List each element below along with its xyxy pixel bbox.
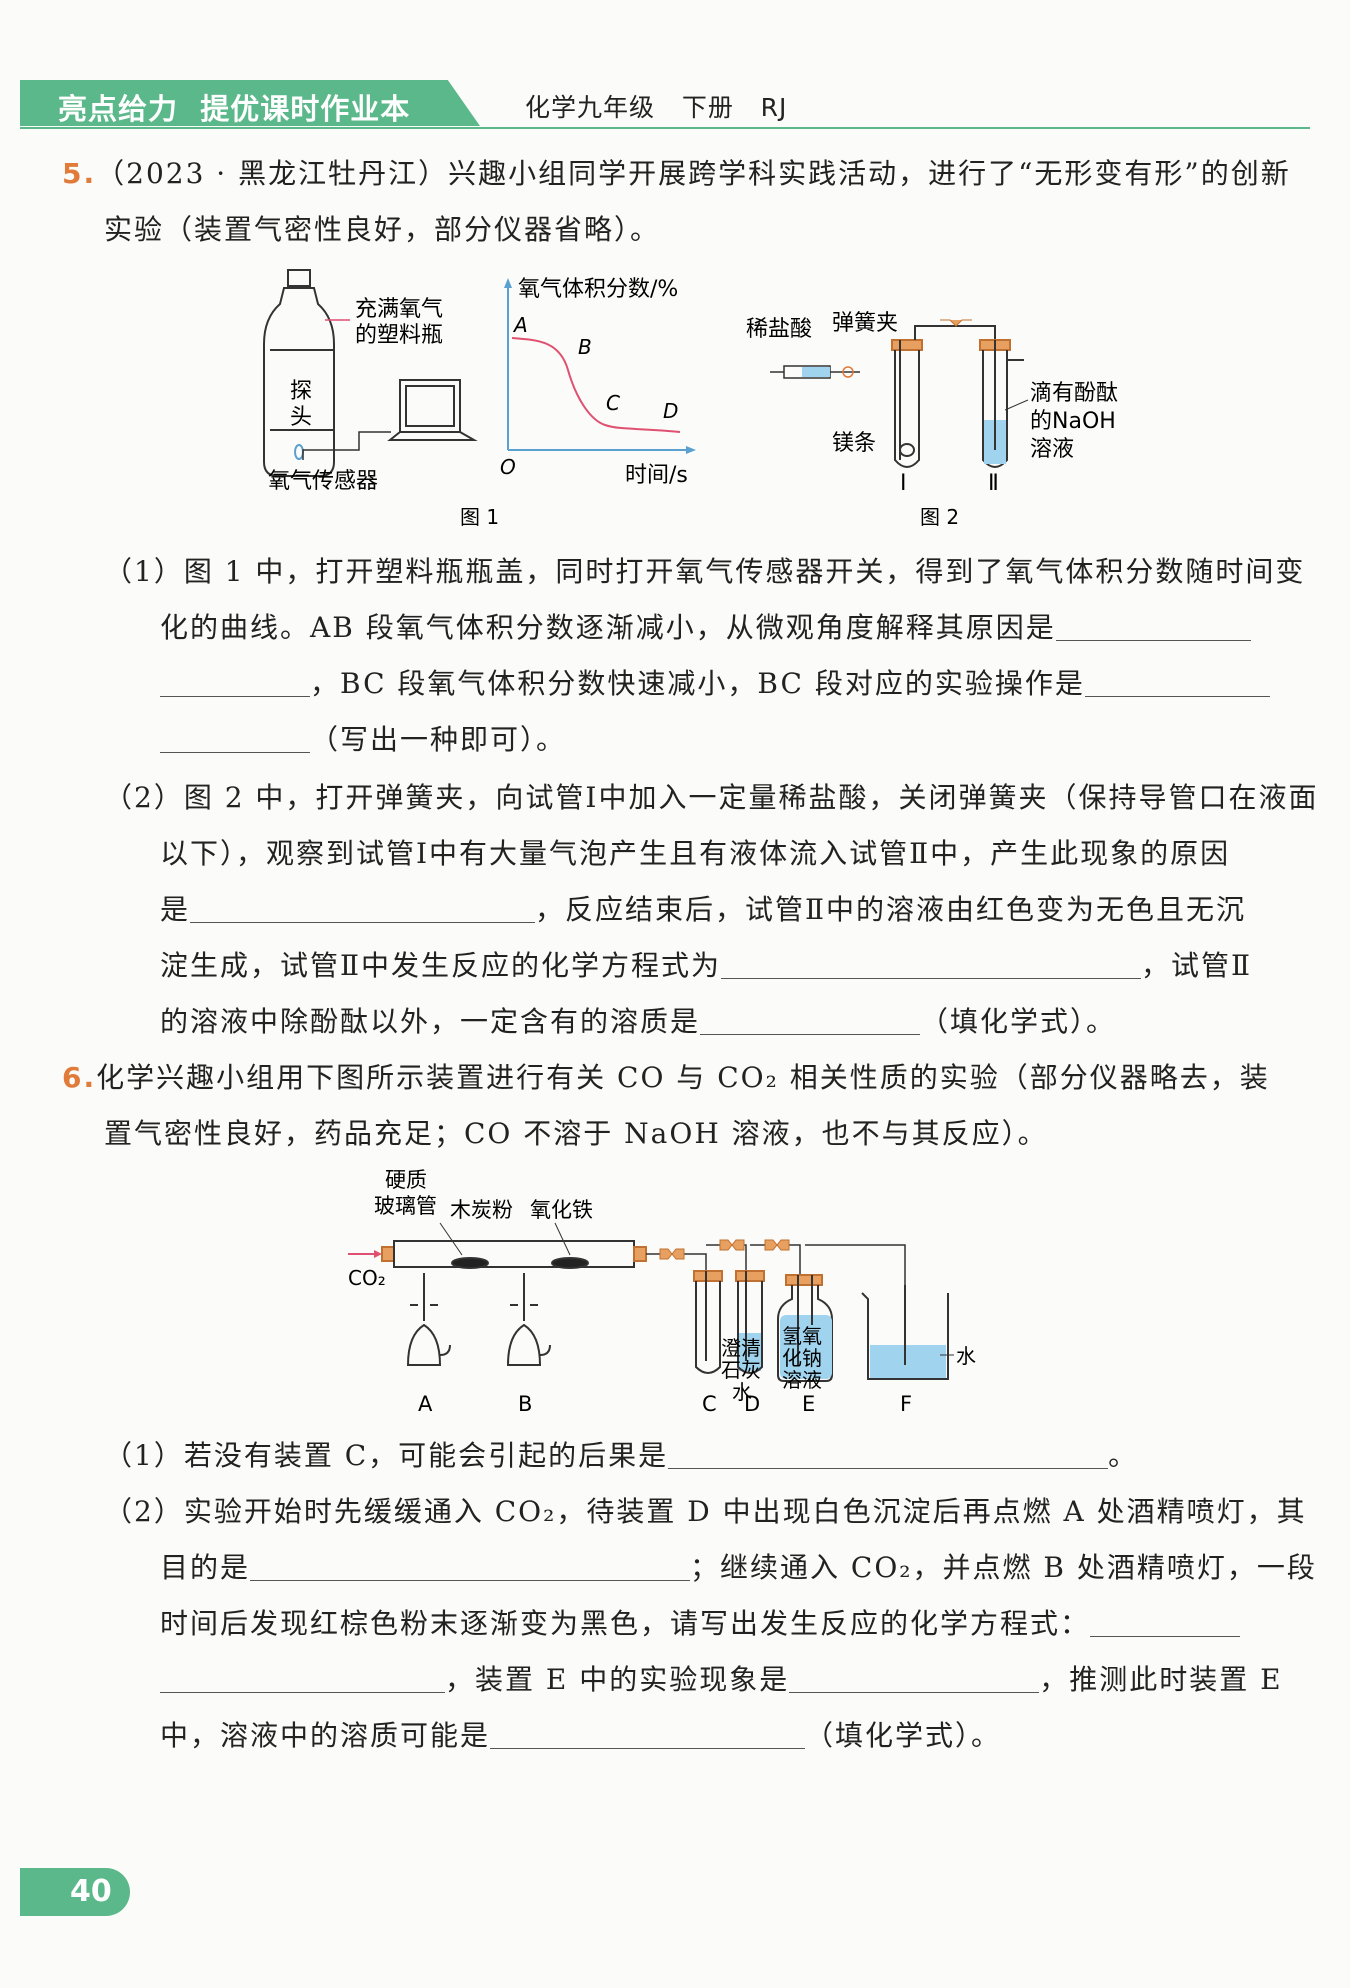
series-title: 亮点给力 提优课时作业本 [58, 92, 411, 126]
co2-label: CO₂ [348, 1266, 386, 1290]
q6-line2: 置气密性良好，药品充足；CO 不溶于 NaOH 溶液，也不与其反应）。 [104, 1117, 1048, 1150]
point-c: C [606, 391, 620, 415]
header-band [20, 80, 480, 126]
blank-ab-reason-cont[interactable] [160, 666, 310, 697]
acid-label: 稀盐酸 [746, 317, 812, 342]
burner-a [406, 1273, 451, 1366]
q6-p2-line4: ，装置 E 中的实验现象是，推测此时装置 E [160, 1652, 1283, 1708]
blank-ab-reason[interactable] [1055, 610, 1251, 641]
tube1-label: Ⅰ [900, 471, 907, 496]
label-d: D [744, 1392, 760, 1416]
figure-2: 稀盐酸 弹簧夹 镁条 Ⅰ Ⅱ 滴有酚酞 的NaOH 溶液 图 2 [746, 311, 1118, 529]
q6-line1: 6.化学兴趣小组用下图所示装置进行有关 CO 与 CO₂ 相关性质的实验（部分仪… [62, 1061, 1270, 1094]
q6-p1: （1）若没有装置 C，可能会引起的后果是。 [104, 1438, 1139, 1472]
naoh-label-2: 化钠 [782, 1346, 822, 1370]
blank-bc-operation[interactable] [1084, 666, 1270, 697]
graph-xlabel: 时间/s [625, 463, 688, 488]
test-tube-1 [891, 325, 973, 468]
iron-oxide-label: 氧化铁 [530, 1198, 593, 1222]
apparatus-e [777, 1274, 833, 1382]
blank-equation-cont[interactable] [160, 1662, 445, 1693]
fig1-caption: 图 1 [460, 505, 499, 529]
blank-e-phenomenon[interactable] [789, 1662, 1040, 1693]
label-a: A [418, 1392, 433, 1416]
syringe [770, 365, 860, 379]
q5-p1-line2: 化的曲线。AB 段氧气体积分数逐渐减小，从微观角度解释其原因是 [160, 600, 1251, 656]
q6-p2-line1: （2）实验开始时先缓缓通入 CO₂，待装置 D 中出现白色沉淀后再点燃 A 处酒… [104, 1495, 1307, 1528]
q5-p1-line1: （1）图 1 中，打开塑料瓶瓶盖，同时打开氧气传感器开关，得到了氧气体积分数随时… [104, 555, 1306, 588]
point-a: A [512, 313, 528, 337]
subject-title: 化学九年级 下册 RJ [525, 93, 788, 122]
apparatus-c [693, 1270, 723, 1374]
apparatus-d [735, 1270, 765, 1374]
q5-p2-line1: （2）图 2 中，打开弹簧夹，向试管Ⅰ中加入一定量稀盐酸，关闭弹簧夹（保持导管口… [104, 781, 1319, 814]
fig2-caption: 图 2 [920, 505, 959, 529]
page-number-tab [20, 1868, 130, 1916]
limewater-label-2: 石灰 [721, 1358, 761, 1382]
burner-b [506, 1273, 551, 1366]
q5-line1: 5.（2023 · 黑龙江牡丹江）兴趣小组同学开展跨学科实践活动，进行了“无形变… [62, 157, 1291, 190]
oxygen-graph: 氧气体积分数/% 时间/s O A B C D [500, 277, 696, 488]
solution-label-1: 滴有酚酞 [1030, 381, 1118, 406]
solution-label-2: 的NaOH [1030, 409, 1116, 434]
figure-1: 探 头 充满氧气 的塑料瓶 氧气传感器 图 1 氧气体积分数/% 时间/s O … [263, 269, 696, 529]
laptop [387, 379, 478, 441]
q6-p2-line2: 目的是；继续通入 CO₂，并点燃 B 处酒精喷灯，一段 [160, 1550, 1317, 1584]
tube2-label: Ⅱ [988, 471, 999, 496]
test-tube-2 [973, 325, 1024, 468]
limewater-label-1: 澄清 [721, 1336, 761, 1360]
mg-label: 镁条 [832, 431, 876, 456]
blank-equation[interactable] [1090, 1606, 1241, 1637]
q5-p2-line3: 是，反应结束后，试管Ⅱ中的溶液由红色变为无色且无沉 [160, 892, 1247, 926]
q5-p1-line4: （写出一种即可）。 [160, 712, 566, 768]
water-label: 水 [956, 1344, 976, 1368]
plastic-bottle [263, 269, 335, 477]
label-c: C [702, 1392, 717, 1416]
hard-glass-tube [381, 1240, 647, 1269]
tube-label-1: 硬质 [385, 1168, 427, 1192]
bottle-label-2: 的塑料瓶 [355, 323, 443, 348]
naoh-label-3: 溶液 [782, 1368, 822, 1392]
bottle-label-1: 充满氧气 [355, 297, 443, 322]
limewater-label-3: 水 [732, 1380, 752, 1404]
sensor-label: 氧气传感器 [268, 469, 378, 494]
apparatus-f [861, 1285, 949, 1380]
tube-label-2: 玻璃管 [374, 1194, 437, 1218]
q5-p1-line3: ，BC 段氧气体积分数快速减小，BC 段对应的实验操作是 [160, 656, 1270, 712]
blank-solute[interactable] [700, 1004, 921, 1035]
blank-tube2-equation[interactable] [721, 948, 1142, 979]
q5-p2-line4: 淀生成，试管Ⅱ中发生反应的化学方程式为，试管Ⅱ [160, 948, 1253, 982]
label-b: B [518, 1392, 532, 1416]
label-e: E [802, 1392, 815, 1416]
clip-label: 弹簧夹 [832, 311, 898, 336]
q5-p2-line2: 以下），观察到试管Ⅰ中有大量气泡产生且有液体流入试管Ⅱ中，产生此现象的原因 [160, 837, 1231, 870]
q5-number: 5. [62, 157, 97, 190]
graph-origin: O [500, 455, 516, 479]
probe-label-2: 头 [290, 405, 312, 430]
blank-no-c-consequence[interactable] [668, 1438, 1109, 1469]
charcoal-label: 木炭粉 [450, 1198, 513, 1222]
q5-p2-line5: 的溶液中除酚酞以外，一定含有的溶质是（填化学式）。 [160, 1004, 1117, 1038]
q5-line2: 实验（装置气密性良好，部分仪器省略）。 [104, 213, 661, 246]
point-d: D [663, 399, 678, 423]
blank-phenomenon-reason[interactable] [190, 892, 536, 923]
label-f: F [900, 1392, 912, 1416]
graph-ylabel: 氧气体积分数/% [518, 277, 678, 302]
point-b: B [578, 335, 592, 359]
q6-p2-line5: 中，溶液中的溶质可能是（填化学式）。 [160, 1718, 1002, 1752]
probe-label-1: 探 [290, 379, 312, 404]
q6-number: 6. [62, 1061, 97, 1094]
figure-q6: 硬质 玻璃管 木炭粉 氧化铁 CO₂ [348, 1168, 976, 1416]
header-rule [20, 127, 1310, 129]
q6-p2-line3: 时间后发现红棕色粉末逐渐变为黑色，请写出发生反应的化学方程式： [160, 1596, 1241, 1652]
page-number: 40 [70, 1874, 112, 1909]
blank-purpose[interactable] [250, 1550, 691, 1581]
naoh-label-1: 氢氧 [782, 1324, 822, 1348]
blank-e-solute[interactable] [490, 1718, 806, 1749]
solution-label-3: 溶液 [1030, 437, 1074, 462]
blank-bc-operation-cont[interactable] [160, 722, 310, 753]
